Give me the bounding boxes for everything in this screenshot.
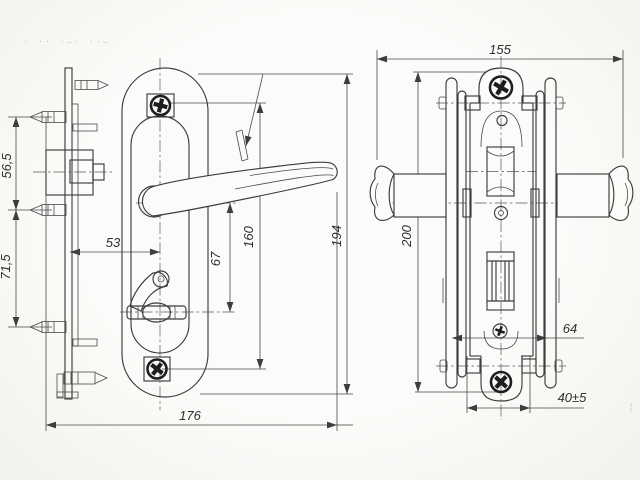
dim-label-53: 53 (106, 235, 121, 250)
screw-left-2 (28, 204, 67, 216)
screw-bottom (63, 371, 108, 385)
mounting-screws (28, 80, 109, 385)
screw-left-3 (28, 321, 67, 333)
dim-label-200: 200 (399, 224, 414, 247)
faceplate-front (469, 67, 534, 402)
faceplate (56, 67, 79, 400)
bottom-bracket (56, 373, 64, 398)
escutcheon-screw-top (146, 93, 175, 118)
scan-artifact-marks: · ·· ·—· ··— (24, 38, 111, 46)
handle-front-right (556, 165, 634, 222)
dim-label-64: 64 (563, 321, 577, 336)
dim-label-176: 176 (179, 408, 201, 423)
screw-top (74, 80, 109, 90)
latch-bolt (486, 146, 515, 197)
thumbturn (126, 270, 187, 323)
inner-panel-bottom (483, 330, 519, 350)
lever-detail-line (249, 167, 334, 176)
front-view-extension-lines (376, 50, 624, 413)
edge-strips (442, 77, 560, 389)
faceplate-screw-top (488, 75, 514, 127)
hub-screw (493, 205, 509, 221)
pin-hole-top (496, 114, 508, 127)
dim-label-194: 194 (329, 225, 344, 247)
deadbolt (486, 251, 515, 311)
dim-label-56-5: 56,5 (0, 153, 14, 179)
screw-left-1 (28, 111, 67, 123)
side-view-extension-lines (8, 73, 353, 431)
dim-label-40: 40±5 (558, 390, 588, 405)
spindle-left (462, 188, 472, 218)
scan-edge-mark: ¦ (628, 402, 635, 413)
dim-label-71-5: 71,5 (0, 254, 13, 280)
lock-case (45, 123, 105, 347)
leader-line (244, 73, 264, 147)
dim-label-160: 160 (241, 225, 256, 247)
side-view-dimension-lines (12, 73, 351, 429)
dim-label-155: 155 (489, 42, 511, 57)
faceplate-screw-bottom (489, 370, 513, 394)
side-view-centerlines (33, 58, 236, 410)
front-view-dimension-lines (377, 55, 623, 412)
far-side-spindle (235, 129, 249, 162)
handle-lever (141, 161, 338, 217)
lever-detail-line (234, 174, 334, 190)
front-view: 155 200 64 40±5 (369, 42, 634, 420)
escutcheon-screw-bottom (143, 356, 171, 382)
handle-front-left (369, 165, 447, 222)
spindle-right (530, 188, 540, 218)
inner-panel-arch (480, 110, 523, 148)
dim-label-67: 67 (208, 251, 223, 266)
side-view: 56,5 71,5 53 67 160 194 176 (0, 58, 353, 431)
lower-screw (492, 323, 508, 339)
